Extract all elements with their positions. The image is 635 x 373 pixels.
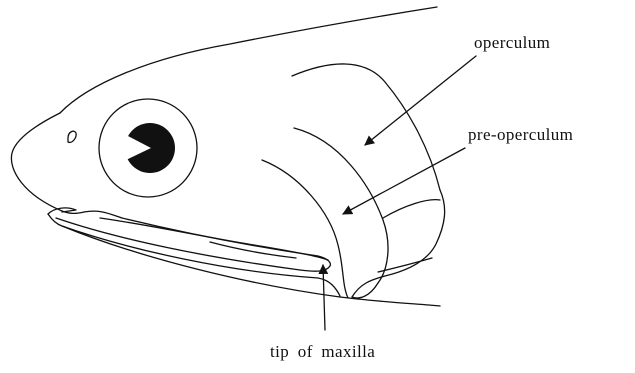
pre-operculum-arrow: [343, 148, 465, 214]
nostril: [68, 131, 76, 142]
opercular-flap: [352, 190, 445, 297]
lower-jaw-lower-edge: [62, 226, 440, 306]
pre-operculum-label: pre-operculum: [468, 125, 573, 145]
operculum-arrow: [365, 56, 476, 145]
maxilla-upper-edge: [84, 211, 330, 271]
lower-jaw-upper-edge: [48, 214, 340, 296]
operculum-label: operculum: [474, 33, 550, 53]
snout-outline: [11, 113, 62, 211]
pre-operculum-edge: [352, 283, 378, 298]
maxilla-lower-edge: [56, 218, 300, 270]
maxilla-arrow: [323, 265, 325, 330]
tip-of-maxilla-label: tip of maxilla: [270, 342, 375, 362]
cheek-line: [100, 218, 328, 260]
operculum-outline: [292, 64, 440, 190]
opercular-flap-inner: [383, 200, 440, 218]
head-dorsal-outline: [60, 7, 437, 113]
